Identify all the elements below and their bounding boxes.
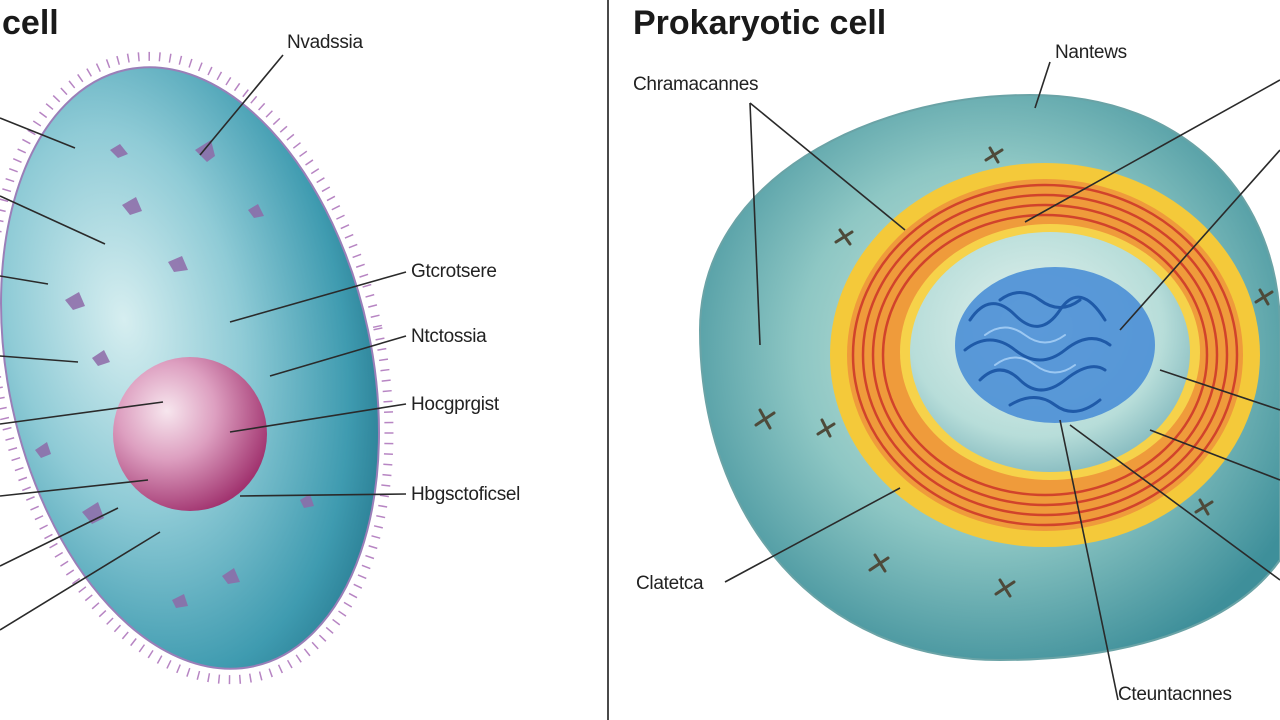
nucleoid-highlight xyxy=(994,356,1076,374)
right-panel-title: Prokaryotic cell xyxy=(633,4,887,42)
leader-line xyxy=(199,54,284,156)
leader-line xyxy=(1024,79,1280,223)
membrane-stripe xyxy=(871,203,1219,507)
particle-mark xyxy=(994,578,1016,598)
nucleoid-strand xyxy=(978,365,1107,392)
organelle-mark xyxy=(172,594,188,608)
cell-cilia-fringe xyxy=(0,51,394,685)
leader-line xyxy=(0,117,76,149)
leader-line xyxy=(1069,424,1280,581)
nucleoid-strand xyxy=(1008,396,1102,413)
organelle-mark xyxy=(110,144,128,158)
label-nvadssia: Nvadssia xyxy=(287,32,363,53)
organelle-mark xyxy=(122,197,142,215)
leader-line xyxy=(0,531,161,631)
leader-line xyxy=(0,507,119,567)
leader-line xyxy=(269,335,407,377)
label-chramacannes: Chramacannes xyxy=(633,74,759,95)
organelle-mark xyxy=(222,568,240,584)
membrane-stripe xyxy=(861,193,1229,517)
panel-divider xyxy=(607,0,609,720)
organelle-mark xyxy=(195,140,215,162)
cytoplasm-particles xyxy=(754,146,1274,598)
nucleoid-strands xyxy=(963,291,1112,413)
nucleoid-highlights xyxy=(984,326,1076,374)
leader-line xyxy=(1059,419,1119,701)
particle-mark xyxy=(816,418,836,438)
particle-mark xyxy=(868,553,890,573)
label-gtcrotsere: Gtcrotsere xyxy=(411,261,497,282)
nucleoid-mass xyxy=(955,267,1155,423)
label-hbgsctoficsel: Hbgsctoficsel xyxy=(411,484,521,505)
leader-line xyxy=(229,403,407,433)
prokaryote-core xyxy=(910,232,1190,472)
left-leader-lines xyxy=(0,54,407,631)
leader-line xyxy=(0,401,164,425)
nucleoid-highlight xyxy=(984,326,1066,344)
particle-mark xyxy=(834,228,854,246)
leader-line xyxy=(0,355,79,363)
leader-line xyxy=(724,487,901,583)
organelle-mark xyxy=(168,256,188,272)
left-panel-title: cell xyxy=(2,4,59,42)
label-ntctossia: Ntctossia xyxy=(411,326,487,347)
prokaryote-membrane-inner xyxy=(900,224,1200,480)
organelle-mark xyxy=(300,494,314,508)
organelle-mark xyxy=(65,292,85,310)
right-leader-lines xyxy=(724,61,1280,701)
label-nantews: Nantews xyxy=(1055,42,1127,63)
cell-nucleus xyxy=(113,357,267,511)
organelle-mark xyxy=(35,442,51,458)
membrane-stripe xyxy=(881,213,1209,497)
label-cteuntacnnes: Cteuntacnnes xyxy=(1118,684,1232,705)
leader-line xyxy=(0,195,106,245)
prokaryote-cytoplasm xyxy=(698,93,1280,662)
left-cell-illustration xyxy=(0,51,407,685)
label-hocgprgist: Hocgprgist xyxy=(411,394,499,415)
particle-mark xyxy=(1254,288,1274,306)
nucleoid-strand xyxy=(998,291,1082,309)
particle-mark xyxy=(1194,498,1214,516)
leader-line xyxy=(0,275,49,285)
leader-line xyxy=(1119,149,1280,331)
organelle-mark xyxy=(248,204,264,218)
leader-line xyxy=(749,102,761,346)
leader-line xyxy=(1034,61,1051,109)
organelle-mark xyxy=(92,350,110,366)
membrane-stripe xyxy=(851,183,1239,527)
prokaryote-membrane-outer xyxy=(830,163,1260,547)
organelle-mark xyxy=(82,502,104,524)
particle-mark xyxy=(984,146,1004,164)
prokaryote-nucleoid xyxy=(955,267,1155,423)
leader-line xyxy=(0,479,149,497)
prokaryote-membrane-band xyxy=(847,179,1243,531)
leader-line xyxy=(749,102,906,231)
nucleoid-strand xyxy=(963,337,1112,362)
leader-line xyxy=(1159,369,1280,411)
nucleoid-strand xyxy=(968,295,1107,328)
particle-mark xyxy=(754,408,776,430)
leader-line xyxy=(1149,429,1280,481)
prokaryote-membrane-stripes xyxy=(851,183,1239,527)
leader-line xyxy=(229,271,407,323)
organelle-marks xyxy=(35,140,314,608)
label-clatetca: Clatetca xyxy=(636,573,704,594)
leader-line xyxy=(239,493,407,497)
